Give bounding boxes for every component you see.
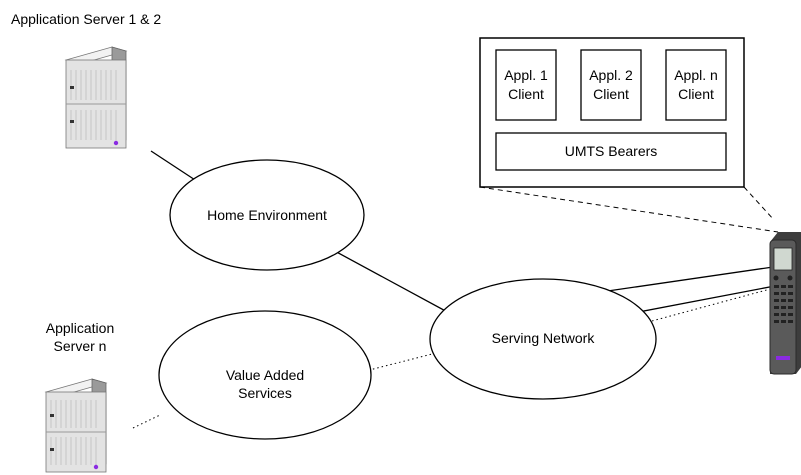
vas-label-line2: Services [238, 385, 292, 401]
client-2-label-line1: Appl. 2 [589, 67, 633, 83]
server-bottom-label-line1: Application [45, 320, 115, 336]
value-added-services-ellipse [158, 310, 372, 440]
server-top-label: Application Server 1 & 2 [11, 11, 162, 27]
dotted-link-server-n-vas [132, 414, 161, 429]
home-environment-label: Home Environment [207, 207, 327, 223]
client-1-label-line1: Appl. 1 [504, 67, 548, 83]
client-box-2 [580, 49, 642, 121]
home-environment-ellipse [169, 159, 365, 271]
client-2-label-line2: Client [593, 86, 629, 102]
client-1-label-line2: Client [508, 86, 544, 102]
umts-bearers-box [495, 132, 727, 171]
serving-network-label: Serving Network [491, 330, 595, 346]
server-bottom-icon [44, 378, 108, 473]
terminal-box [479, 37, 745, 188]
dotted-link-serving-handset [625, 287, 775, 329]
client-n-label-line2: Client [678, 86, 714, 102]
client-box-1 [495, 49, 557, 121]
dashed-callout-right [743, 186, 775, 221]
mobile-handset-icon [769, 232, 801, 375]
serving-network-ellipse [429, 278, 657, 400]
server-top-icon [64, 46, 128, 149]
vas-label-line1: Value Added [225, 367, 305, 383]
umts-bearers-label: UMTS Bearers [564, 143, 658, 159]
server-bottom-label-line2: Server n [53, 338, 107, 354]
client-box-n [665, 49, 727, 121]
dashed-callout-left [479, 186, 779, 233]
client-n-label-line1: Appl. n [674, 67, 718, 83]
